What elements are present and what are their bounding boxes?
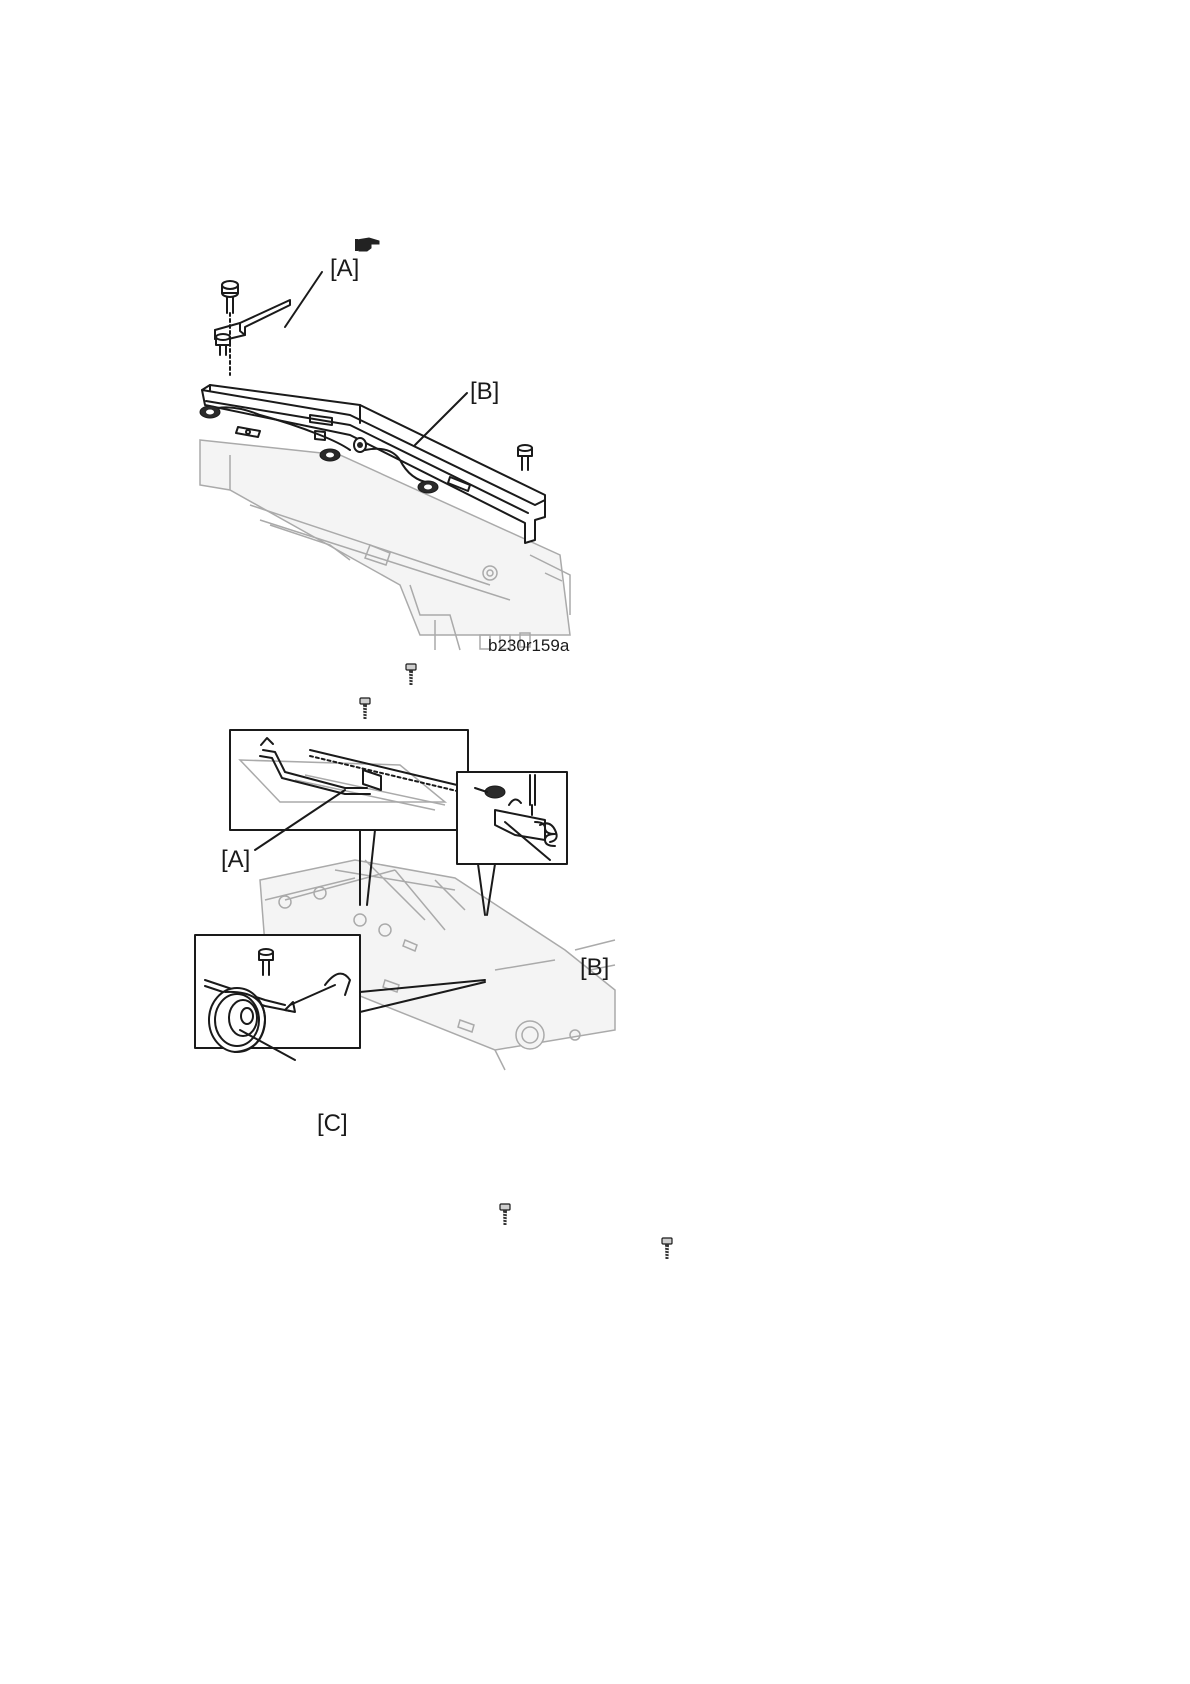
callout-a: [A] [221, 846, 250, 874]
screw-icon [358, 697, 372, 721]
figure1-drawing [190, 255, 580, 660]
figure-scanner-rail-removal: [A] [B] b230r159a [190, 255, 580, 660]
callout-b: [B] [580, 954, 609, 982]
figure2-drawing [195, 730, 625, 1150]
callout-c: [C] [317, 1110, 348, 1138]
callout-a: [A] [330, 255, 359, 283]
screw-icon [660, 1237, 674, 1261]
screw-icon [404, 663, 418, 687]
callout-b: [B] [470, 378, 499, 406]
pointing-hand-icon [355, 236, 381, 254]
figure-wire-and-pulley: [A] [B] [C] [195, 730, 625, 1150]
screw-icon [498, 1203, 512, 1227]
figure-code: b230r159a [488, 636, 569, 656]
